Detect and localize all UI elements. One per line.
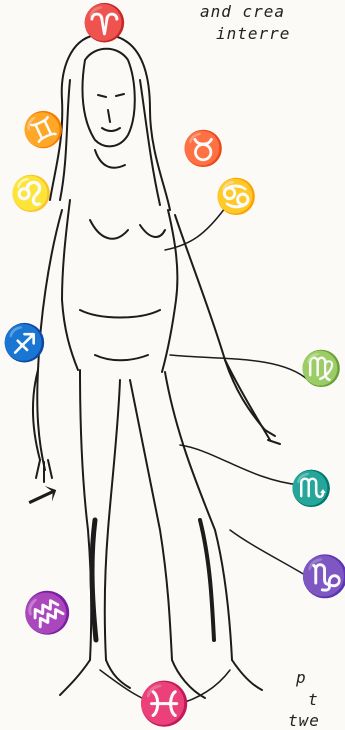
sagittarius-arrow-icon: ↗	[19, 469, 66, 524]
taurus-glyph-icon: ♉	[182, 129, 224, 169]
scorpio-glyph-icon: ♏	[290, 469, 332, 509]
capricorn-glyph-icon: ♑	[300, 553, 345, 600]
pointer-lines	[100, 208, 308, 705]
figure-head	[50, 35, 170, 210]
figure-legs	[60, 370, 262, 698]
sagittarius-glyph-icon: ♐	[2, 322, 47, 364]
cancer-glyph-icon: ♋	[215, 177, 257, 217]
pisces-glyph-icon: ♓	[138, 679, 190, 728]
virgo-glyph-icon: ♍	[300, 349, 342, 389]
aries-glyph-icon: ♈	[82, 2, 127, 44]
figure-torso	[62, 150, 177, 372]
leo-glyph-icon: ♌	[10, 174, 52, 214]
aquarius-glyph-icon: ♒	[14, 580, 81, 646]
